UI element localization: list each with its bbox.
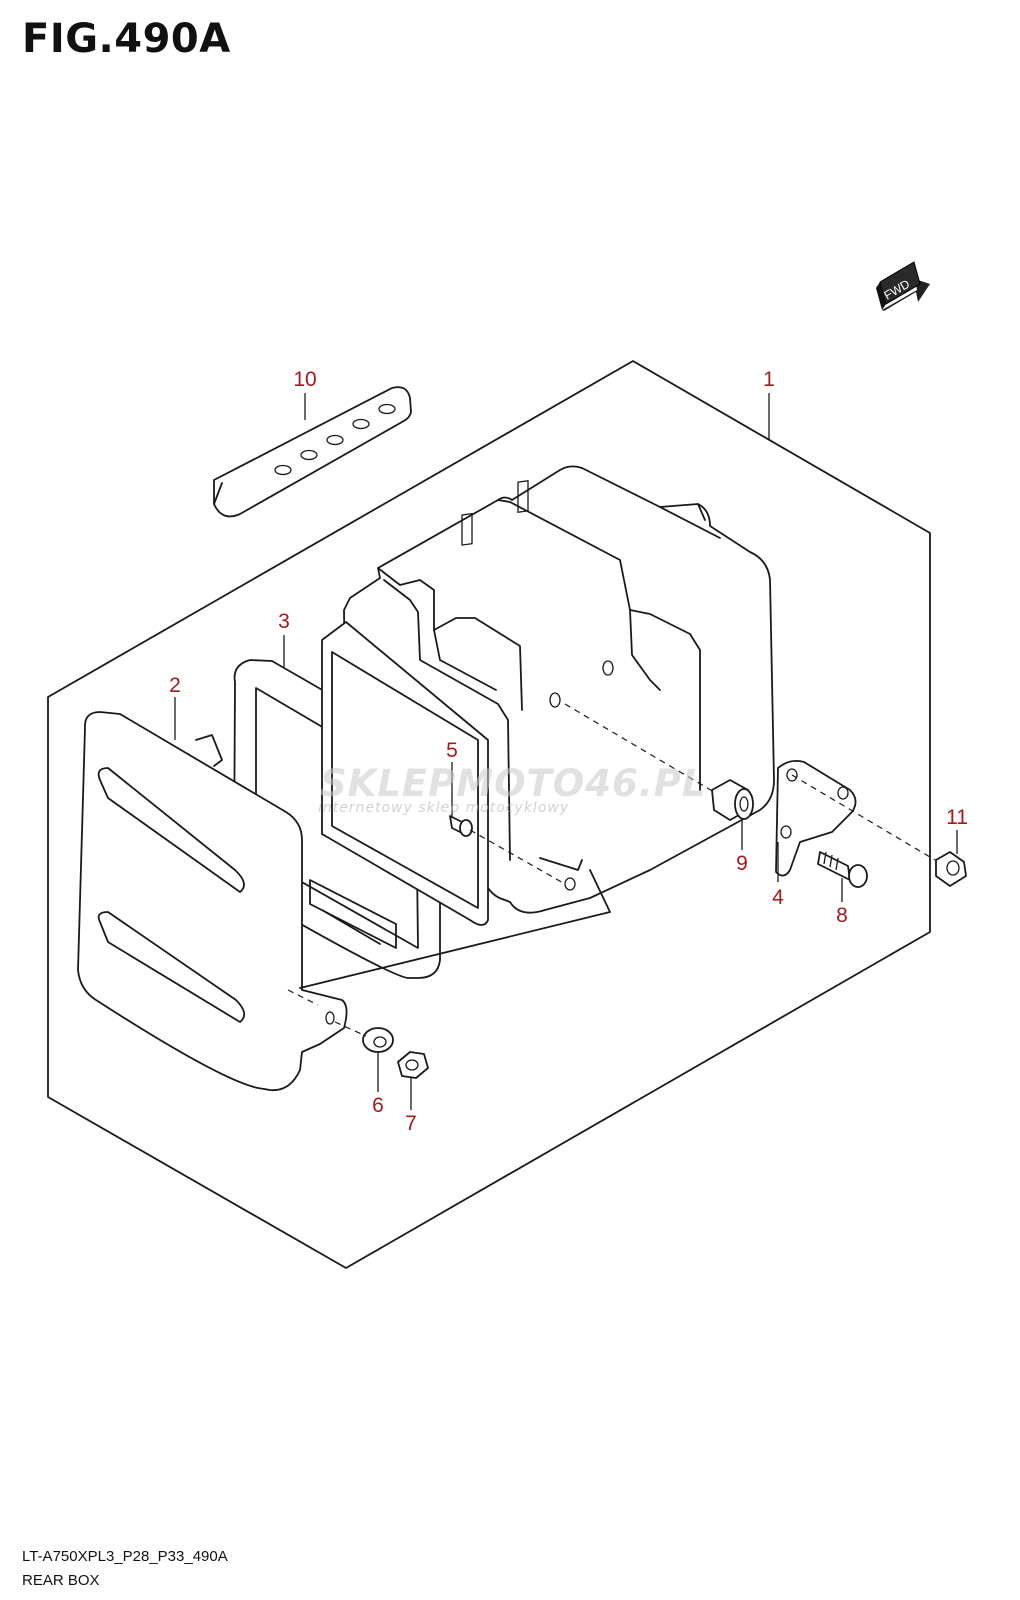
assembly-line-2 bbox=[287, 989, 319, 1006]
callout-wedge bbox=[299, 869, 611, 989]
part-8-screw bbox=[817, 851, 868, 888]
part-5-screw bbox=[449, 815, 473, 837]
part-1-inner-frame bbox=[309, 621, 489, 949]
figure-title: FIG.490A bbox=[22, 16, 231, 62]
watermark: SKLEPMOTO46.PL bbox=[320, 762, 707, 805]
diagram-code: LT-A750XPL3_P28_P33_490A bbox=[22, 1548, 228, 1565]
callout-8: 8 bbox=[836, 904, 848, 927]
callout-10: 10 bbox=[293, 368, 316, 391]
part-9-grommet bbox=[711, 779, 754, 821]
callout-6: 6 bbox=[372, 1094, 384, 1117]
part-2-lens bbox=[77, 711, 348, 1092]
part-10-bar bbox=[213, 386, 412, 518]
callout-7: 7 bbox=[405, 1112, 417, 1135]
part-11-bolt bbox=[935, 851, 967, 887]
assembly-line-5 bbox=[469, 829, 566, 885]
callout-1: 1 bbox=[763, 368, 775, 391]
callout-5: 5 bbox=[446, 739, 458, 762]
assembly-line-11 bbox=[791, 774, 936, 861]
part-4-bracket bbox=[775, 759, 857, 877]
fwd-arrow-icon: FWD bbox=[876, 261, 930, 311]
assembly-frame bbox=[47, 360, 931, 1269]
callout-9: 9 bbox=[736, 852, 748, 875]
callout-3: 3 bbox=[278, 610, 290, 633]
callout-2: 2 bbox=[169, 674, 181, 697]
watermark-subtitle: internetowy sklep motocyklowy bbox=[318, 800, 570, 816]
assembly-line-9 bbox=[564, 703, 715, 793]
part-6-washer bbox=[362, 1027, 394, 1053]
assembly-line-6 bbox=[334, 1021, 367, 1037]
callout-11: 11 bbox=[946, 806, 968, 829]
diagram-name: REAR BOX bbox=[22, 1572, 100, 1589]
callout-4: 4 bbox=[772, 886, 784, 909]
part-7-nut bbox=[397, 1051, 429, 1079]
